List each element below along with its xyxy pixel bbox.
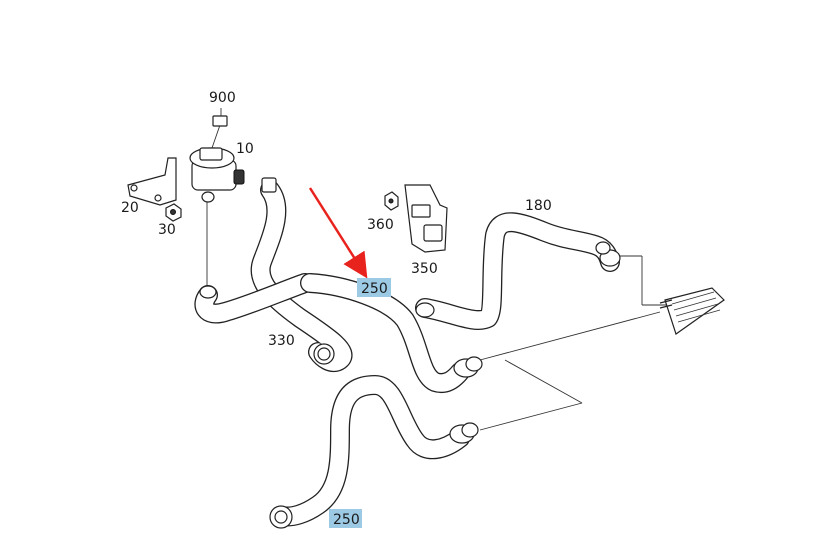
clamp-180[interactable] <box>595 241 621 267</box>
hose-250-upper[interactable] <box>300 273 470 393</box>
highlight-250-upper <box>357 278 391 297</box>
bracket-20[interactable] <box>127 157 177 206</box>
red-pointer-arrow <box>308 187 368 279</box>
clamp-lower-250-a[interactable] <box>449 422 479 444</box>
heater-core[interactable] <box>659 287 725 335</box>
leader-lines <box>206 108 672 431</box>
callout-250-lower[interactable]: 250 <box>333 512 360 528</box>
callout-360[interactable]: 360 <box>367 217 394 233</box>
water-pump-10[interactable] <box>189 124 245 203</box>
callout-900[interactable]: 900 <box>209 90 236 106</box>
clamp-lower-250-b[interactable] <box>269 505 293 529</box>
hose-pump-outlet[interactable] <box>194 273 315 324</box>
bolt-360[interactable] <box>384 191 399 211</box>
hose-250-lower[interactable] <box>272 375 470 527</box>
hose-330[interactable] <box>250 180 353 373</box>
clamp-upper-250-b[interactable] <box>453 356 483 378</box>
clamp-upper-250-a[interactable] <box>415 302 435 318</box>
bracket-350[interactable] <box>404 184 448 253</box>
callout-30[interactable]: 30 <box>158 222 176 238</box>
connector-900[interactable] <box>212 115 228 127</box>
callout-10[interactable]: 10 <box>236 141 254 157</box>
hose-180[interactable] <box>415 212 620 330</box>
clamp-pump-outlet[interactable] <box>199 285 217 299</box>
callout-350[interactable]: 350 <box>411 261 438 277</box>
callout-250-upper[interactable]: 250 <box>361 281 388 297</box>
callout-180[interactable]: 180 <box>525 198 552 214</box>
highlight-250-lower <box>329 509 362 528</box>
clamp-330[interactable] <box>313 343 335 365</box>
callout-20[interactable]: 20 <box>121 200 139 216</box>
callout-330[interactable]: 330 <box>268 333 295 349</box>
nut-30[interactable] <box>165 203 182 222</box>
hose-clip-top[interactable] <box>261 177 277 193</box>
